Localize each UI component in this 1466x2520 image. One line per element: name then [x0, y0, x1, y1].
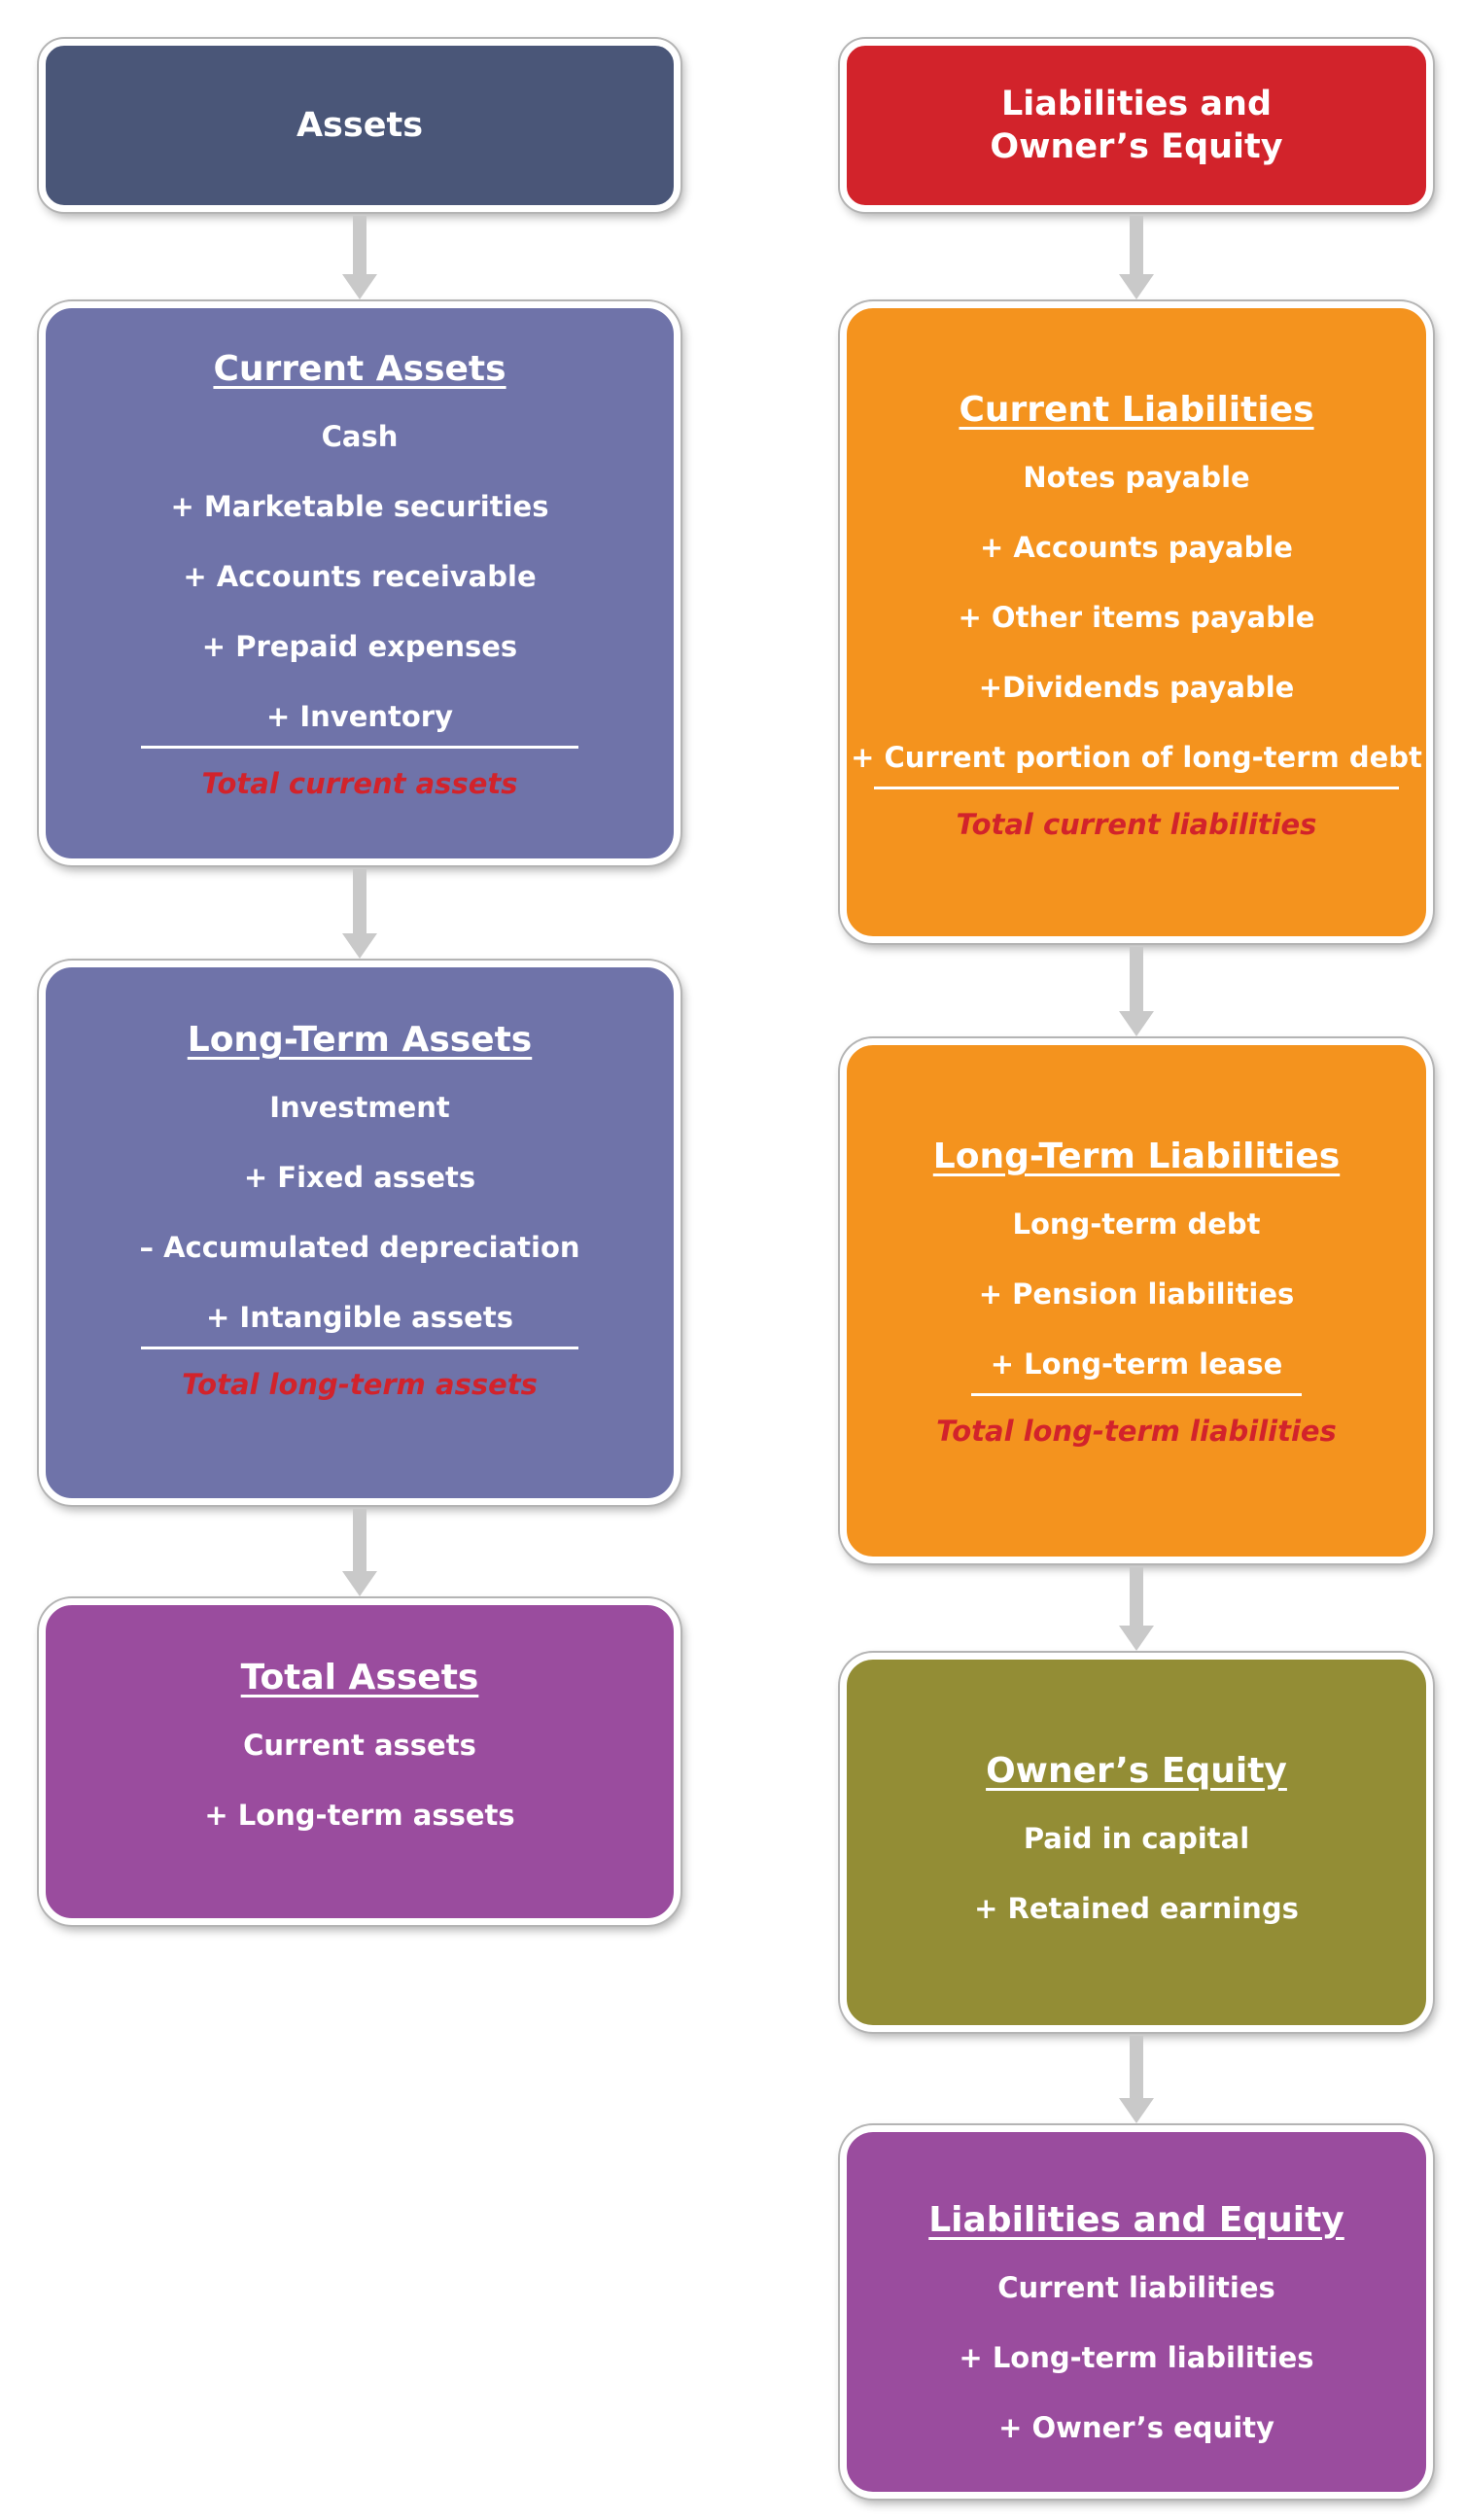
total-assets-item: Current assets	[243, 1729, 476, 1762]
arrow-down-icon	[342, 1509, 377, 1596]
long-term-assets-item: + Intangible assets	[206, 1301, 513, 1334]
current-assets-item: + Marketable securities	[170, 490, 549, 523]
current-assets-item: + Prepaid expenses	[201, 630, 518, 663]
current-liabilities-item: +Dividends payable	[978, 671, 1295, 704]
total-assets-box: Total Assets Current assets + Long-term …	[39, 1598, 681, 1925]
current-assets-item: + Accounts receivable	[183, 560, 537, 593]
long-term-liabilities-item: + Long-term lease	[990, 1348, 1283, 1381]
arrow-down-icon	[342, 869, 377, 959]
owners-equity-title: Owner’s Equity	[986, 1751, 1287, 1791]
current-liabilities-sum-rule	[874, 787, 1399, 789]
current-liabilities-item: + Current portion of long-term debt	[851, 741, 1422, 774]
owners-equity-item: Paid in capital	[1023, 1822, 1250, 1855]
current-assets-sum-rule	[141, 746, 578, 749]
liabilities-and-equity-item: Current liabilities	[997, 2271, 1275, 2304]
assets-header-box: Assets	[39, 39, 681, 212]
current-liabilities-item: + Accounts payable	[980, 531, 1293, 564]
long-term-assets-item: + Fixed assets	[243, 1161, 476, 1194]
long-term-liabilities-item: + Pension liabilities	[978, 1278, 1295, 1311]
assets-header-title: Assets	[296, 106, 424, 145]
long-term-assets-total-label: Total long-term assets	[182, 1368, 538, 1401]
owners-equity-item: + Retained earnings	[974, 1892, 1299, 1925]
long-term-liabilities-item: Long-term debt	[1012, 1208, 1261, 1241]
total-assets-title: Total Assets	[240, 1658, 479, 1698]
liabilities-and-equity-item: + Long-term liabilities	[959, 2341, 1314, 2374]
arrow-down-icon	[1119, 216, 1154, 299]
current-assets-total-label: Total current assets	[201, 767, 518, 800]
current-liabilities-title: Current Liabilities	[959, 390, 1314, 430]
liabilities-header-box: Liabilities and Owner’s Equity	[840, 39, 1433, 212]
long-term-liabilities-title: Long-Term Liabilities	[932, 1137, 1341, 1176]
current-assets-title: Current Assets	[213, 349, 506, 389]
arrow-down-icon	[342, 216, 377, 299]
long-term-assets-title: Long-Term Assets	[187, 1020, 533, 1060]
arrow-down-icon	[1119, 1567, 1154, 1651]
current-assets-item: Cash	[321, 420, 399, 453]
long-term-liabilities-total-label: Total long-term liabilities	[936, 1415, 1337, 1448]
liabilities-and-equity-item: + Owner’s equity	[998, 2411, 1274, 2444]
liabilities-and-equity-title: Liabilities and Equity	[928, 2200, 1344, 2240]
owners-equity-box: Owner’s Equity Paid in capital + Retaine…	[840, 1653, 1433, 2032]
current-liabilities-total-label: Total current liabilities	[956, 808, 1317, 841]
liabilities-and-equity-box: Liabilities and Equity Current liabiliti…	[840, 2125, 1433, 2499]
current-liabilities-box: Current Liabilities Notes payable + Acco…	[840, 301, 1433, 943]
liabilities-header-title: Liabilities and Owner’s Equity	[990, 85, 1283, 166]
long-term-assets-box: Long-Term Assets Investment + Fixed asse…	[39, 961, 681, 1505]
long-term-assets-sum-rule	[141, 1347, 578, 1349]
current-liabilities-item: + Other items payable	[958, 601, 1315, 634]
current-liabilities-item: Notes payable	[1023, 461, 1250, 494]
arrow-down-icon	[1119, 2036, 1154, 2123]
long-term-liabilities-sum-rule	[971, 1393, 1302, 1396]
long-term-liabilities-box: Long-Term Liabilities Long-term debt + P…	[840, 1038, 1433, 1563]
current-assets-box: Current Assets Cash + Marketable securit…	[39, 301, 681, 865]
total-assets-item: + Long-term assets	[204, 1799, 515, 1832]
long-term-assets-item: Investment	[269, 1091, 450, 1124]
long-term-assets-item: – Accumulated depreciation	[139, 1231, 580, 1264]
arrow-down-icon	[1119, 947, 1154, 1036]
current-assets-item: + Inventory	[265, 700, 454, 733]
